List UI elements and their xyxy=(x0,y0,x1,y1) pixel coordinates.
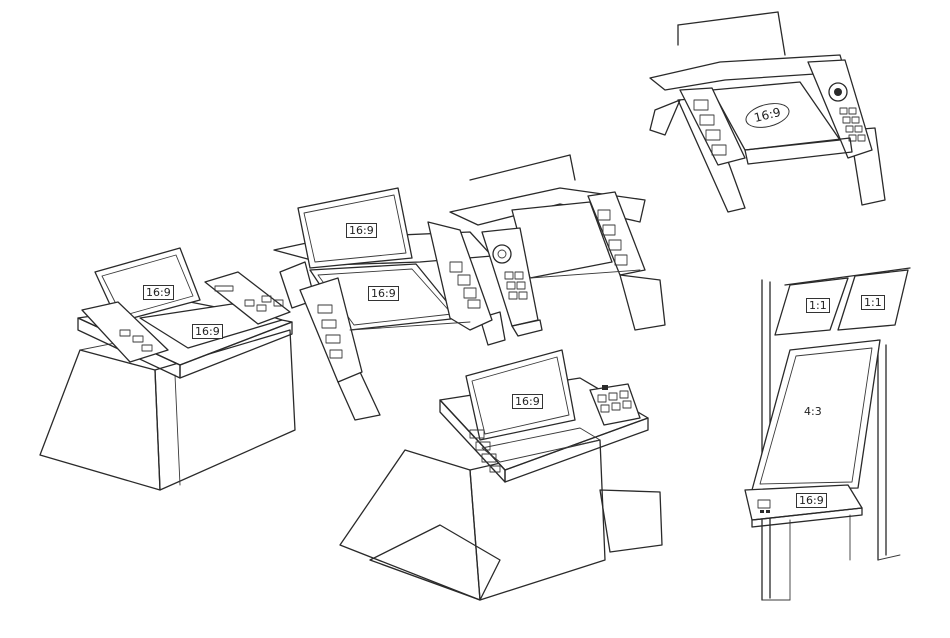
console-a xyxy=(39,247,296,491)
ratio-label: 16:9 xyxy=(143,285,174,300)
console-c xyxy=(449,154,666,337)
ratio-label: 1:1 xyxy=(861,295,885,310)
ratio-label: 16:9 xyxy=(192,324,223,339)
console-d xyxy=(649,11,886,213)
console-f xyxy=(744,267,911,601)
ratio-label: 1:1 xyxy=(806,298,830,313)
console-e xyxy=(339,349,663,601)
ratio-label: 16:9 xyxy=(512,394,543,409)
ratio-label: 4:3 xyxy=(804,405,822,418)
ratio-label: 16:9 xyxy=(346,223,377,238)
ratio-label: 16:9 xyxy=(368,286,399,301)
ratio-label: 16:9 xyxy=(796,493,827,508)
